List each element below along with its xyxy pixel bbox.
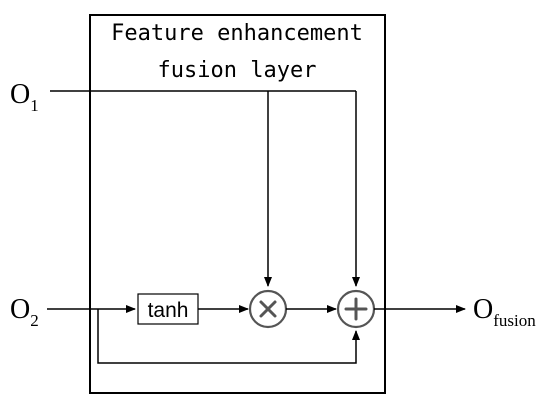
o2-skip-connection (97, 309, 360, 364)
add-operator (336, 289, 376, 329)
output-label: Ofusion (473, 294, 536, 330)
input-o1-label: O1 (10, 79, 39, 115)
layer-box (89, 14, 386, 394)
layer-title-line2: fusion layer (158, 58, 317, 83)
tanh-label: tanh (148, 299, 189, 322)
layer-title-line1: Feature enhancement (111, 21, 363, 46)
tanh-box (137, 293, 199, 325)
multiply-operator (248, 289, 288, 329)
input-o2-label: O2 (10, 294, 39, 330)
